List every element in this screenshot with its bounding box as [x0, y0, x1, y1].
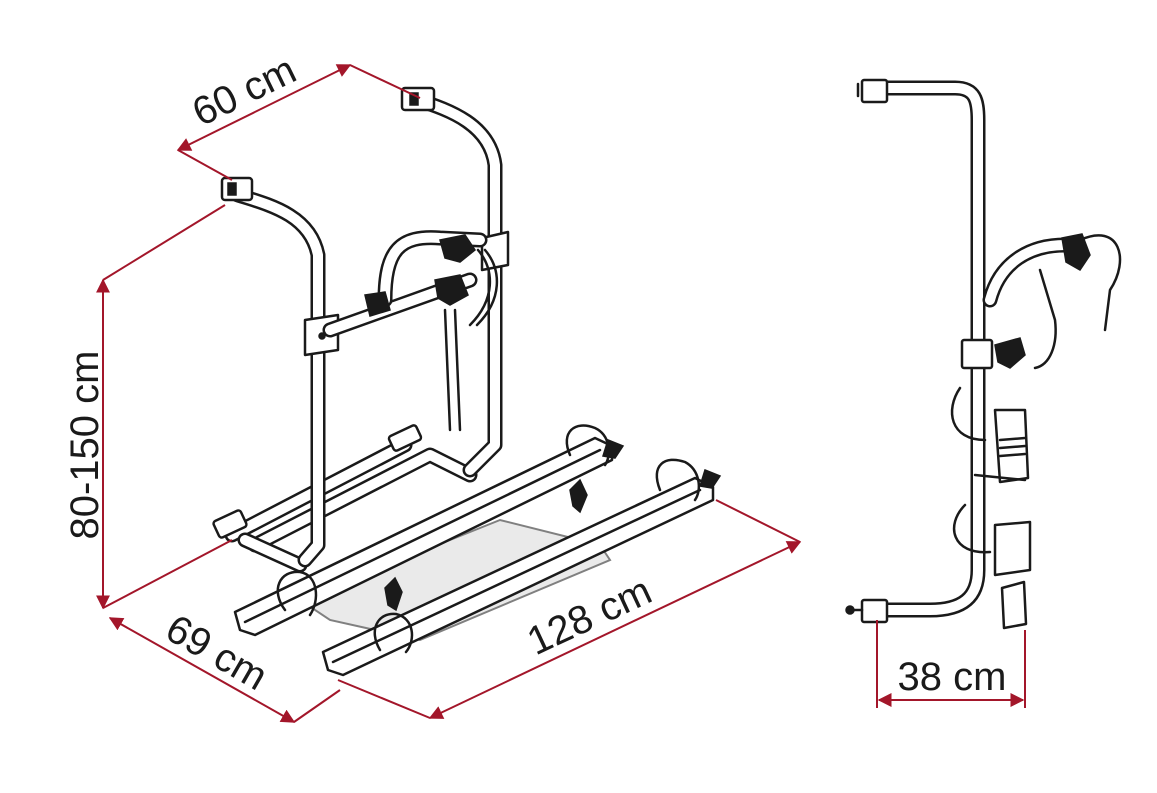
cross-arm — [322, 230, 498, 432]
right-upright — [400, 86, 510, 478]
perspective-view: 60 cm 80-150 cm 69 cm 128 cm — [63, 48, 802, 723]
height-label: 80-150 cm — [63, 351, 107, 540]
side-view: 38 cm — [845, 78, 1122, 708]
side-depth-label: 38 cm — [898, 655, 1007, 699]
width-top-label: 60 cm — [186, 48, 303, 135]
side-dimension — [876, 620, 1026, 708]
wheel-holders — [276, 424, 722, 654]
dimension-lines — [96, 64, 802, 723]
